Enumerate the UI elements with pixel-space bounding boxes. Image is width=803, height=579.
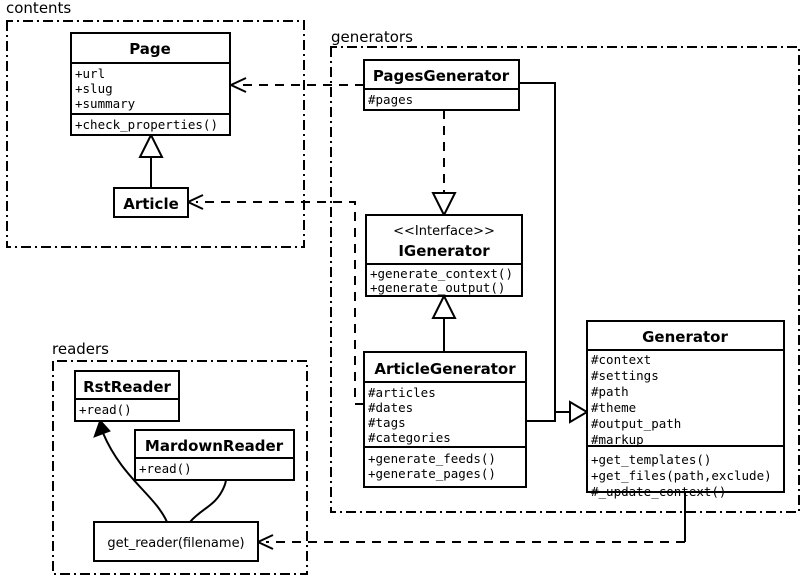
package-readers-border bbox=[52, 360, 308, 575]
edge-generator-uses-get-reader bbox=[255, 492, 686, 550]
class-rstreader-title: RstReader bbox=[83, 378, 171, 396]
class-pagesgenerator-title: PagesGenerator bbox=[373, 67, 510, 85]
package-generators: generators bbox=[330, 28, 800, 513]
edge-articlegenerator-extends-generator bbox=[526, 400, 589, 424]
edge-generator-inheritance-triangle bbox=[569, 400, 589, 424]
edge-article-extends-page bbox=[138, 132, 164, 188]
class-pagesgenerator-attribute: #pages bbox=[368, 92, 413, 107]
class-articlegenerator-frame bbox=[363, 351, 527, 488]
edge-articlegenerator-uses-article bbox=[185, 194, 364, 405]
edge-pagesgenerator-extends-generator bbox=[519, 82, 580, 413]
class-pagesgenerator-frame bbox=[363, 59, 520, 111]
class-generator-attribute: #markup bbox=[591, 432, 644, 447]
edge-articlegenerator-extends-igenerator-triangle bbox=[431, 293, 457, 319]
class-igenerator-method: +generate_context() bbox=[370, 266, 513, 281]
edge-pagesgenerator-extends-generator-line bbox=[519, 82, 580, 413]
function-box-get-reader[interactable]: get_reader(filename) bbox=[93, 521, 259, 562]
class-box-pagesgenerator[interactable]: PagesGenerator #pages bbox=[363, 59, 520, 111]
class-box-mardownreader[interactable]: MardownReader +read() bbox=[134, 429, 295, 481]
package-contents-border bbox=[6, 20, 305, 248]
class-rstreader-method: +read() bbox=[79, 402, 132, 417]
class-articlegenerator-attribute: #dates bbox=[368, 400, 413, 415]
edge-articlegenerator-extends-generator-line bbox=[526, 411, 580, 422]
package-readers-label: readers bbox=[52, 340, 109, 358]
edge-pagesgenerator-realizes-igenerator-triangle bbox=[431, 192, 457, 218]
class-page-title: Page bbox=[129, 40, 171, 58]
package-readers: readers bbox=[52, 340, 308, 575]
class-box-article[interactable]: Article bbox=[113, 187, 189, 218]
class-igenerator-title: IGenerator bbox=[398, 242, 490, 260]
class-box-generator[interactable]: Generator #context #settings #path #them… bbox=[586, 320, 785, 499]
edge-articlegenerator-uses-article-arrowhead bbox=[185, 194, 204, 210]
class-generator-attribute: #path bbox=[591, 384, 629, 399]
class-igenerator-stereotype: <<Interface>> bbox=[393, 224, 495, 239]
edge-generator-uses-get-reader-arrowhead bbox=[255, 534, 274, 550]
edge-get-reader-returns-rstreader-arrowhead bbox=[93, 419, 111, 438]
class-generator-attribute: #context bbox=[591, 352, 651, 367]
class-box-igenerator[interactable]: <<Interface>> IGenerator +generate_conte… bbox=[365, 214, 523, 297]
class-page-attribute: +url bbox=[75, 66, 105, 81]
class-generator-method: +get_templates() bbox=[591, 452, 711, 467]
edge-articlegenerator-uses-article-line bbox=[196, 201, 364, 405]
class-article-title: Article bbox=[123, 195, 179, 213]
class-mardownreader-frame bbox=[134, 429, 295, 481]
class-generator-attribute: #theme bbox=[591, 400, 636, 415]
class-articlegenerator-title: ArticleGenerator bbox=[374, 360, 516, 378]
class-articlegenerator-method: +generate_pages() bbox=[368, 466, 496, 481]
class-mardownreader-method: +read() bbox=[139, 461, 192, 476]
edge-get-reader-returns-rstreader bbox=[93, 419, 168, 523]
class-generator-method: +get_files(path,exclude) bbox=[591, 468, 772, 483]
function-get-reader-frame bbox=[93, 521, 259, 562]
class-box-articlegenerator[interactable]: ArticleGenerator #articles #dates #tags … bbox=[363, 351, 527, 488]
function-get-reader-label: get_reader(filename) bbox=[107, 536, 244, 551]
class-igenerator-frame bbox=[365, 214, 523, 297]
class-articlegenerator-attribute: #categories bbox=[368, 430, 451, 445]
class-rstreader-frame bbox=[74, 370, 180, 422]
class-page-attribute: +summary bbox=[75, 96, 136, 111]
edge-pagesgenerator-realizes-igenerator bbox=[431, 110, 457, 218]
edge-get-reader-returns-rstreader-curve bbox=[102, 432, 168, 523]
class-article-frame bbox=[113, 187, 189, 218]
edge-articlegenerator-extends-igenerator bbox=[431, 293, 457, 352]
class-articlegenerator-attribute: #articles bbox=[368, 385, 436, 400]
class-page-method: +check_properties() bbox=[75, 117, 218, 132]
class-box-page[interactable]: Page +url +slug +summary +check_properti… bbox=[70, 32, 231, 136]
class-generator-attribute: #settings bbox=[591, 368, 659, 383]
edge-article-extends-page-triangle bbox=[138, 132, 164, 158]
class-articlegenerator-attribute: #tags bbox=[368, 415, 406, 430]
edge-pagesgenerator-uses-page bbox=[228, 77, 364, 93]
class-generator-method: #_update_context() bbox=[591, 484, 726, 499]
package-contents: contents bbox=[6, 0, 305, 248]
package-contents-label: contents bbox=[6, 0, 71, 17]
class-page-frame bbox=[70, 32, 231, 136]
class-page-attribute: +slug bbox=[75, 81, 113, 96]
class-articlegenerator-method: +generate_feeds() bbox=[368, 451, 496, 466]
class-generator-attribute: #output_path bbox=[591, 416, 681, 431]
class-generator-title: Generator bbox=[642, 328, 728, 346]
package-generators-border bbox=[330, 46, 800, 513]
class-mardownreader-title: MardownReader bbox=[145, 437, 284, 455]
class-box-rstreader[interactable]: RstReader +read() bbox=[74, 370, 180, 422]
class-igenerator-method: +generate_output() bbox=[370, 280, 505, 295]
package-generators-label: generators bbox=[331, 28, 413, 46]
